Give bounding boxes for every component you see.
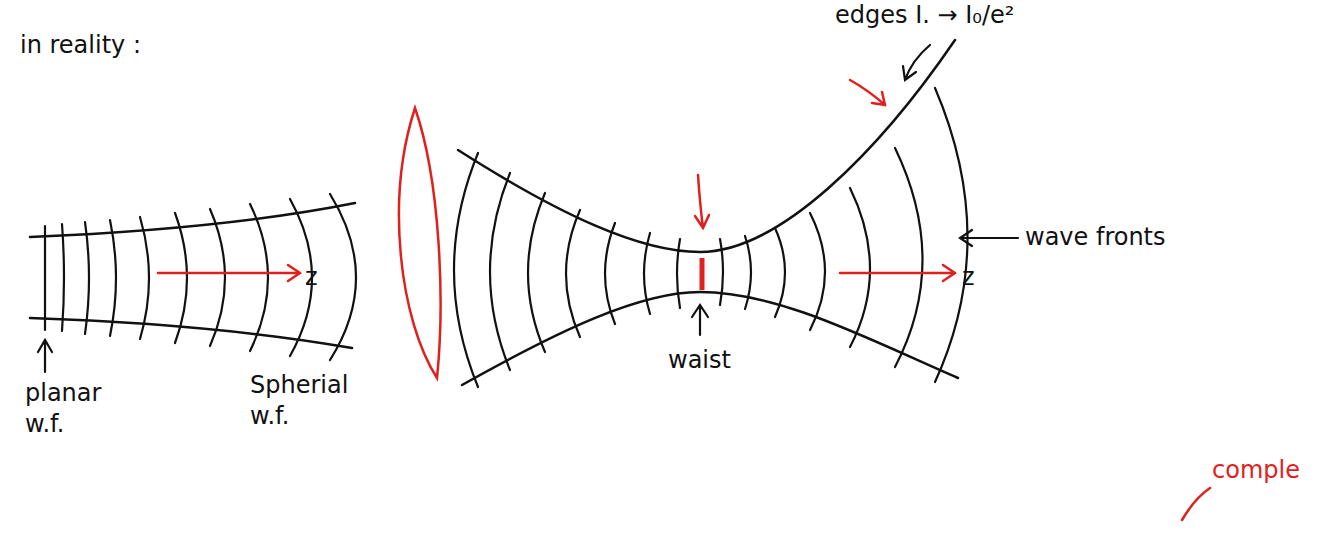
- axis-label: z: [305, 262, 318, 293]
- waist-marker: [700, 258, 705, 290]
- title-note: in reality :: [20, 30, 141, 61]
- wavefront-note: Spherial w.f.: [250, 370, 360, 432]
- wavefront-note: planar w.f.: [25, 378, 115, 440]
- edge-note: edges I. → I₀/e²: [835, 0, 1014, 31]
- lens: [399, 108, 440, 378]
- leader-lines: [38, 45, 1018, 372]
- beam-outline: [30, 40, 958, 385]
- axis-arrows: [158, 80, 1210, 520]
- waist-label: waist: [668, 345, 731, 376]
- wavefront-label: wave fronts: [1025, 222, 1166, 253]
- axis-label: z: [962, 262, 975, 293]
- wave-fronts: [45, 88, 968, 387]
- note-fragment: comple: [1212, 455, 1300, 486]
